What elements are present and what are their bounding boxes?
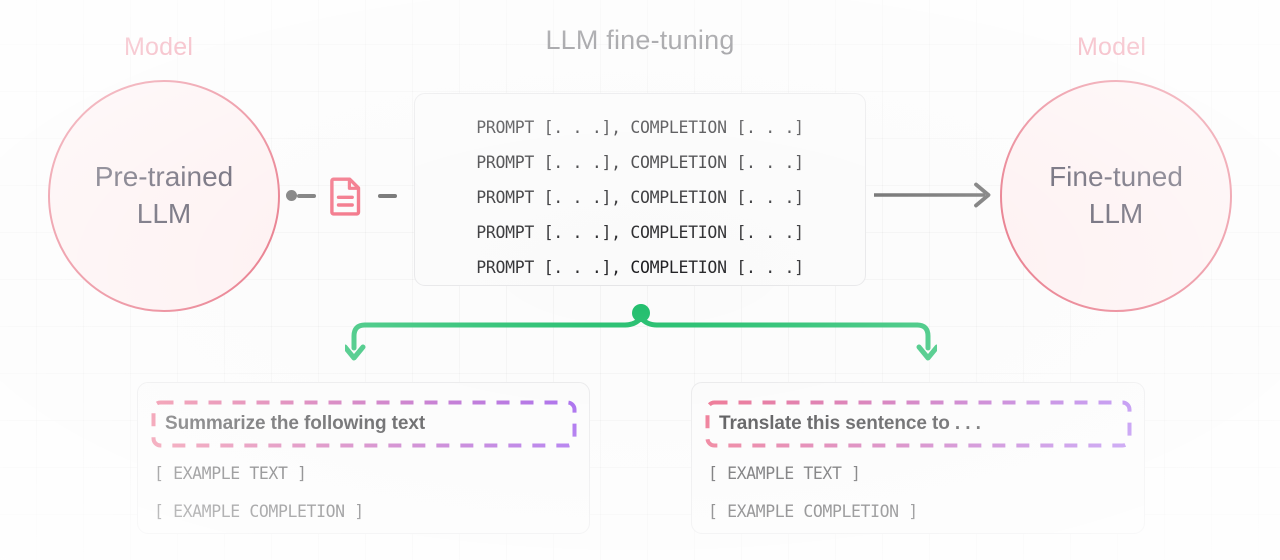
connector-dash-right-icon [378, 194, 397, 198]
example-text-line: [ EXAMPLE TEXT ] [708, 464, 861, 483]
fine-tuned-llm-label-line-2: LLM [1088, 198, 1144, 229]
right-model-label: Model [1077, 33, 1147, 61]
pre-trained-llm-label-line-1: Pre-trained [94, 161, 234, 193]
fine-tuned-llm-label-line-1: Fine-tuned [1049, 161, 1183, 193]
example-completion-line: [ EXAMPLE COMPLETION ] [708, 502, 918, 521]
connector-dot-icon [286, 190, 297, 201]
dataset-line: PROMPT [. . .], COMPLETION [. . .] [476, 118, 804, 137]
left-model-label: Model [124, 33, 194, 61]
instruction-text: Summarize the following text [165, 413, 426, 434]
example-card-summarize: Summarize the following text [ EXAMPLE T… [137, 382, 590, 534]
example-completion-line: [ EXAMPLE COMPLETION ] [154, 502, 364, 521]
document-icon [325, 175, 367, 217]
dataset-line: PROMPT [. . .], COMPLETION [. . .] [476, 153, 804, 172]
example-card-translate: Translate this sentence to . . . [ EXAMP… [691, 382, 1145, 534]
training-dataset-box: PROMPT [. . .], COMPLETION [. . .] PROMP… [414, 93, 866, 286]
bracket-node-dot-icon [632, 304, 650, 322]
arrow-right-icon [872, 176, 998, 214]
example-text-line: [ EXAMPLE TEXT ] [154, 464, 307, 483]
connector-dash-left-icon [297, 194, 316, 198]
pre-trained-llm-node: Pre-trained LLM [48, 80, 280, 312]
dataset-line: PROMPT [. . .], COMPLETION [. . .] [476, 258, 804, 277]
dataset-line: PROMPT [. . .], COMPLETION [. . .] [476, 223, 804, 242]
dataset-connector [286, 164, 414, 226]
fine-tuned-llm-node: Fine-tuned LLM [1000, 80, 1232, 312]
dataset-line: PROMPT [. . .], COMPLETION [. . .] [476, 188, 804, 207]
dataset-split-bracket [342, 300, 940, 378]
pre-trained-llm-label-line-2: LLM [136, 198, 192, 229]
instruction-text: Translate this sentence to . . . [719, 413, 981, 434]
